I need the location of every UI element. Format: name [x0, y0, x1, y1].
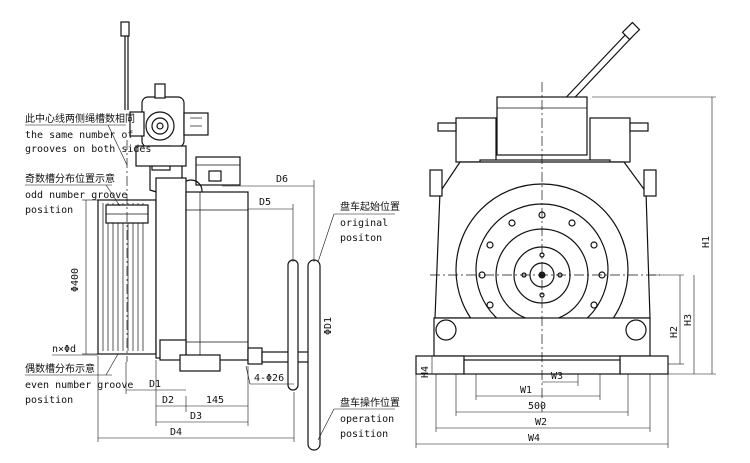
- left-dimensions: D6 D5 Φ400 ΦD1 n×Φd 4-Φ26 D1 D2 145 D3 D…: [52, 174, 334, 442]
- dim-d1: D1: [149, 379, 161, 390]
- left-annotations: 此中心线两侧绳槽数相同 the same number of grooves o…: [25, 112, 400, 441]
- note-original-en2: positon: [340, 233, 382, 244]
- dim-phid1: ΦD1: [323, 317, 334, 335]
- dim-h2: H2: [669, 326, 680, 338]
- dim-bolt: 4-Φ26: [254, 373, 284, 384]
- dim-145: 145: [206, 395, 224, 406]
- brake-arm-right: [589, 117, 631, 163]
- note-odd-zh: 奇数槽分布位置示意: [25, 172, 115, 185]
- note-even-zh: 偶数槽分布示意: [25, 362, 95, 375]
- dim-h1: H1: [701, 236, 712, 248]
- note-same-zh: 此中心线两侧绳槽数相同: [25, 112, 135, 125]
- handwheel-operation: [307, 259, 321, 451]
- right-dimensions: H1 H2 H3 H4 W3 W1 500 W2 W4: [415, 96, 716, 448]
- note-same-en1: the same number of: [25, 130, 133, 141]
- shaft: [261, 351, 311, 363]
- dim-phi400: Φ400: [70, 268, 81, 292]
- note-odd-en1: odd number groove: [25, 190, 127, 201]
- note-original-zh: 盘车起始位置: [340, 200, 400, 213]
- dim-d3: D3: [190, 411, 202, 422]
- dim-h3: H3: [683, 314, 694, 326]
- lever-grip: [120, 21, 130, 37]
- dim-d6: D6: [276, 174, 288, 185]
- dim-w2: W2: [535, 417, 547, 428]
- dim-groove: n×Φd: [52, 344, 76, 355]
- dim-w3: W3: [551, 371, 563, 382]
- dim-w4: W4: [528, 433, 540, 444]
- dim-h4: H4: [420, 366, 431, 378]
- shaft-flange: [247, 347, 263, 365]
- front-view: [415, 21, 669, 412]
- note-operation-en1: operation: [340, 414, 394, 425]
- dim-d5: D5: [259, 197, 271, 208]
- note-even-en2: position: [25, 395, 73, 406]
- brake-switch: [183, 112, 209, 136]
- note-original-en1: original: [340, 218, 388, 229]
- note-even-en1: even number groove: [25, 380, 133, 391]
- note-operation-en2: position: [340, 429, 388, 440]
- dim-500: 500: [528, 401, 546, 412]
- handwheel-original: [287, 259, 299, 391]
- dim-w1: W1: [520, 385, 532, 396]
- motor-body: [185, 191, 249, 361]
- machine-frame: [155, 177, 187, 359]
- right-foot: [619, 355, 669, 375]
- note-same-en2: grooves on both sides: [25, 144, 151, 155]
- lever-grip-front: [621, 21, 641, 41]
- note-operation-zh: 盘车操作位置: [340, 396, 400, 409]
- note-odd-en2: position: [25, 205, 73, 216]
- dim-d2: D2: [162, 395, 174, 406]
- side-view: [97, 21, 321, 451]
- brake-arm-left: [455, 117, 497, 163]
- dim-d4: D4: [170, 427, 182, 438]
- sheave-grooves: [102, 203, 144, 351]
